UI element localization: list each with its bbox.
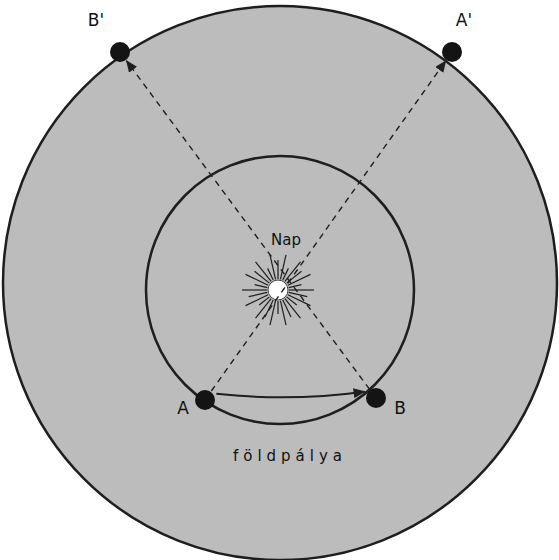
sun-ray	[268, 268, 274, 280]
position-dot: B'	[110, 42, 130, 62]
position-dot: A	[195, 390, 215, 410]
sun-ray	[242, 289, 267, 290]
sun-ray	[277, 260, 278, 279]
position-label: A	[177, 398, 189, 418]
orbit-label: földpálya	[231, 447, 349, 465]
position-dot: B	[366, 388, 386, 408]
sight-line	[127, 61, 370, 389]
sun-ray	[255, 285, 268, 288]
sun-ray	[289, 285, 302, 288]
sun-ray	[265, 300, 273, 317]
orbit-label-wrap: földpálya	[231, 447, 349, 465]
position-label: B'	[88, 10, 104, 30]
earth-orbit	[146, 156, 414, 424]
sun-ray	[249, 292, 268, 296]
sight-line	[211, 61, 445, 391]
sun-label-wrap: Nap	[269, 231, 303, 249]
sun-ray	[270, 255, 276, 279]
sun-ray	[277, 301, 278, 314]
sun-ray	[280, 301, 286, 325]
position-label: B	[394, 398, 406, 418]
position-dot: A'	[442, 42, 462, 62]
sun-ray	[288, 274, 311, 285]
sun-label: Nap	[269, 231, 303, 249]
star-sphere	[3, 6, 557, 560]
position-label: A'	[456, 10, 472, 30]
sun-rays	[242, 255, 314, 325]
sun-ray	[287, 297, 297, 305]
sun-ray	[289, 289, 314, 290]
motion-arrow	[216, 392, 364, 398]
